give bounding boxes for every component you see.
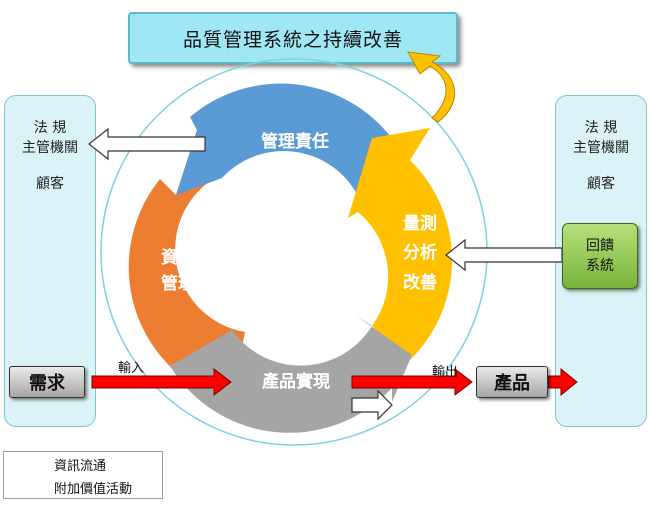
legend <box>3 451 163 499</box>
label-management-responsibility: 管理責任 <box>261 132 329 152</box>
label-product-realization: 產品實現 <box>262 372 330 392</box>
segment-measurement-analysis <box>348 128 453 360</box>
left-panel-regulation: 法 規 <box>33 120 67 136</box>
output-label: 輸出 <box>432 365 459 380</box>
info-arrow-to-regulators <box>88 127 206 161</box>
right-panel-authority: 主管機關 <box>573 140 629 156</box>
feedback-label-1: 回饋 <box>586 238 614 254</box>
left-panel-authority: 主管機關 <box>22 140 78 156</box>
legend-info-label: 資訊流通 <box>54 459 107 474</box>
value-arrow-output <box>351 367 473 397</box>
right-panel-customer: 顧客 <box>587 176 615 192</box>
value-arrow-product <box>547 367 578 397</box>
continuous-improvement-arrow <box>407 51 455 123</box>
right-panel-regulation: 法 規 <box>584 120 618 136</box>
segment-management-responsibility <box>176 83 408 200</box>
label-measure-1: 量測 <box>403 214 437 234</box>
label-resource-2: 管理 <box>161 274 195 294</box>
diagram-title: 品質管理系統之持續改善 <box>182 28 403 51</box>
input-label: 輸入 <box>118 361 145 376</box>
segment-resource-management <box>128 130 245 372</box>
value-arrow-input <box>91 367 232 397</box>
label-measure-2: 分析 <box>403 243 437 263</box>
info-arrow-from-feedback <box>445 238 563 272</box>
left-panel-customer: 顧客 <box>36 176 64 192</box>
product-box: 產品 <box>476 366 548 398</box>
demand-label: 需求 <box>29 373 65 394</box>
feedback-label-2: 系統 <box>586 258 614 274</box>
info-arrow-realization <box>351 389 393 421</box>
demand-box: 需求 <box>9 366 85 398</box>
legend-value-label: 附加價值活動 <box>54 482 133 497</box>
title-box: 品質管理系統之持續改善 <box>128 12 458 64</box>
feedback-system-box: 回饋 系統 <box>562 223 638 289</box>
label-measure-3: 改善 <box>403 273 437 293</box>
label-resource-1: 資源 <box>161 248 195 268</box>
product-label: 產品 <box>494 373 530 394</box>
